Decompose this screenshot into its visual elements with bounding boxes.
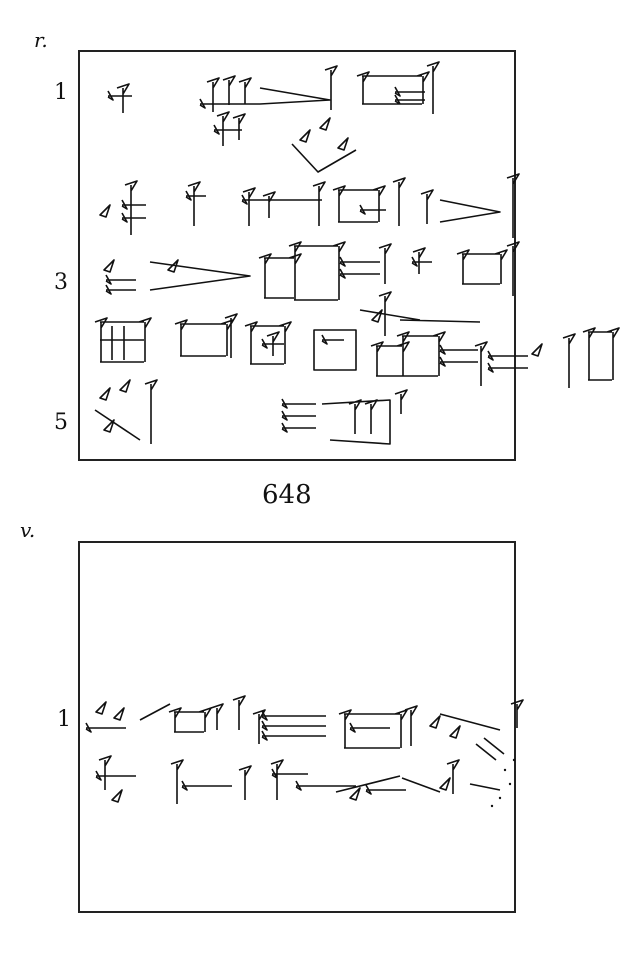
- reverse-tablet-outline: [78, 541, 516, 913]
- damage-dot: [503, 768, 507, 772]
- cuneiform-sign: [94, 317, 152, 363]
- cuneiform-sign: [170, 759, 252, 804]
- cuneiform-sign: [270, 759, 401, 800]
- cuneiform-sign: [370, 331, 478, 377]
- cuneiform-sign: [429, 699, 524, 761]
- cuneiform-sign: [185, 181, 206, 226]
- obverse-tablet-outline: [78, 50, 516, 461]
- cuneiform-sign: [252, 709, 326, 744]
- cuneiform-sign: [94, 379, 158, 444]
- reverse-line-number-1: 1: [57, 707, 71, 732]
- cuneiform-sign: [95, 755, 136, 803]
- cuneiform-sign: [356, 61, 440, 114]
- cuneiform-sign: [99, 180, 146, 235]
- line-number-1: 1: [54, 80, 68, 105]
- cuneiform-sign: [258, 241, 392, 301]
- cuneiform-sign: [103, 259, 251, 295]
- cuneiform-sign: [338, 705, 418, 749]
- cuneiform-sign: [456, 241, 520, 296]
- cuneiform-sign: [359, 291, 481, 336]
- cuneiform-sign: [281, 389, 408, 445]
- cuneiform-sign: [420, 173, 520, 238]
- cuneiform-sign: [174, 313, 238, 358]
- line-number-5: 5: [54, 410, 68, 435]
- damage-dot: [508, 782, 512, 786]
- cuneiform-sign: [107, 83, 132, 113]
- cuneiform-sign: [213, 111, 246, 146]
- cuneiform-sign: [411, 247, 432, 274]
- reverse-label: v.: [20, 518, 36, 542]
- line-number-3: 3: [54, 270, 68, 295]
- cuneiform-sign: [241, 181, 326, 226]
- cuneiform-sign: [313, 329, 357, 371]
- cuneiform-sign: [85, 701, 171, 733]
- cuneiform-sign: [168, 695, 246, 733]
- cuneiform-sign: [199, 75, 331, 112]
- cuneiform-sign: [291, 117, 357, 173]
- damage-dot: [512, 758, 516, 762]
- cuneiform-sign: [332, 177, 406, 226]
- tablet-number: 648: [262, 480, 312, 510]
- cuneiform-sign: [324, 65, 338, 110]
- cuneiform-sign: [244, 321, 292, 365]
- obverse-label: r.: [34, 28, 48, 52]
- damage-dot: [490, 804, 494, 808]
- cuneiform-sign: [349, 759, 501, 801]
- damage-dot: [498, 796, 502, 800]
- cuneiform-sign: [474, 327, 620, 388]
